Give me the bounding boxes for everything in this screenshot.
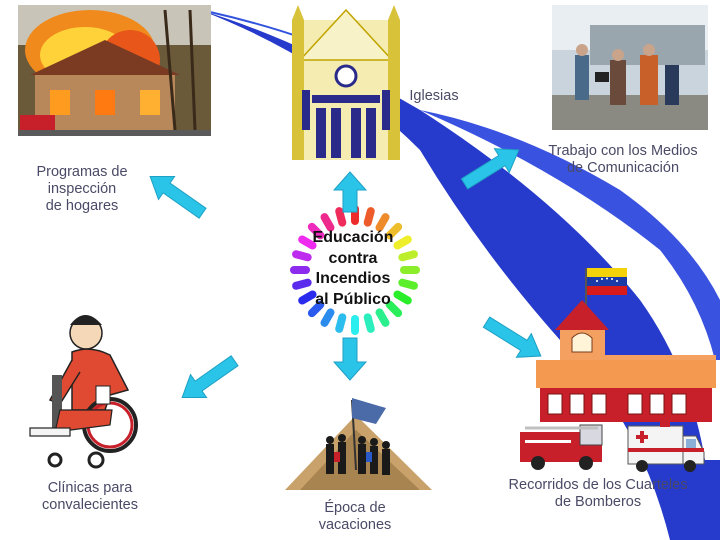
center-ring xyxy=(290,205,420,335)
ring-segment xyxy=(335,207,347,227)
ring-segment xyxy=(320,213,335,232)
ring-segment xyxy=(398,278,418,290)
ring-segment xyxy=(335,313,347,333)
church-icon xyxy=(292,5,400,160)
wheelchair-person-icon xyxy=(29,315,138,469)
arrow-down xyxy=(332,337,368,381)
label-inspeccion: Programas de inspección de hogares xyxy=(36,164,128,214)
fire-station-icon xyxy=(536,268,716,422)
ring-segment xyxy=(363,207,375,227)
ring-segment xyxy=(375,308,390,327)
arrow-lower-left xyxy=(181,355,239,399)
ring-segment xyxy=(385,222,403,240)
ring-segment xyxy=(307,300,325,318)
ring-segment xyxy=(292,250,312,262)
ring-segment xyxy=(292,278,312,290)
arrow-upper-right xyxy=(460,148,520,190)
ring-segment xyxy=(393,290,412,305)
ring-segment xyxy=(398,250,418,262)
arrow-lower-right xyxy=(482,316,542,358)
center-title: Educación contra Incendios al Público xyxy=(312,229,394,308)
camping-group-icon xyxy=(285,398,432,490)
ring-segment xyxy=(393,235,412,250)
arrow-upper-left xyxy=(149,175,207,219)
fire-truck-icon xyxy=(520,424,603,470)
ring-segment xyxy=(298,235,317,250)
ambulance-icon xyxy=(627,422,705,472)
label-medios: Trabajo con los Medios de Comunicación xyxy=(548,143,698,176)
ring-segment xyxy=(307,222,325,240)
label-clinicas: Clínicas para convalecientes xyxy=(42,480,138,513)
ring-segment xyxy=(385,300,403,318)
ring-segment xyxy=(320,308,335,327)
label-vacaciones: Época de vacaciones xyxy=(318,500,392,533)
label-cuarteles: Recorridos de los Cuarteles de Bomberos xyxy=(508,477,688,510)
ring-segment xyxy=(363,313,375,333)
ring-segment xyxy=(375,213,390,232)
media-crew-photo xyxy=(552,5,708,130)
ring-segment xyxy=(298,290,317,305)
label-iglesias: Iglesias xyxy=(409,88,459,104)
arrow-up xyxy=(332,171,368,213)
house-fire-photo xyxy=(18,5,211,136)
